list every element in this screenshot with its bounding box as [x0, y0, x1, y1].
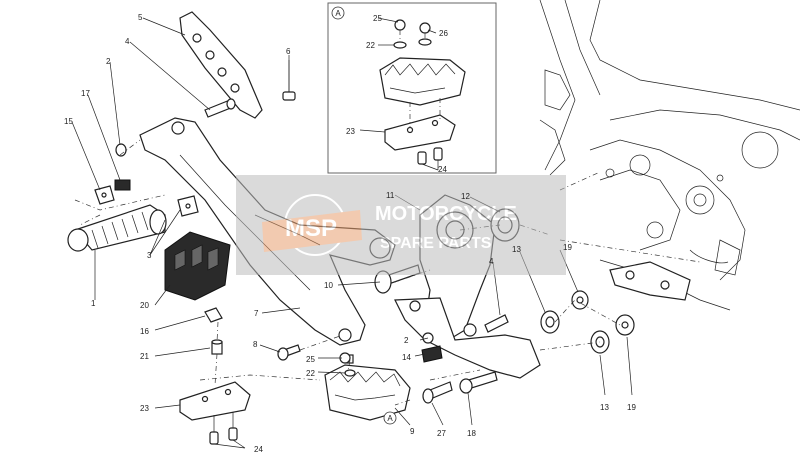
label-13-lower: 13 — [600, 403, 609, 412]
bolt-27[interactable] — [422, 381, 453, 404]
watermark: MSP MOTORCYCLE SPARE PARTS — [236, 175, 566, 275]
lower-bolts-24[interactable] — [209, 412, 238, 445]
label-15: 15 — [64, 117, 73, 126]
rubber-footpeg[interactable] — [67, 204, 167, 252]
label-12: 12 — [461, 192, 470, 201]
label-17: 17 — [81, 89, 90, 98]
label-21: 21 — [140, 352, 149, 361]
label-9: 9 — [410, 427, 415, 436]
label-18: 18 — [467, 429, 476, 438]
label-11: 11 — [386, 191, 395, 200]
mounting-plate[interactable] — [179, 11, 263, 119]
lower-bracket-23[interactable] — [179, 381, 251, 421]
watermark-line1: MOTORCYCLE — [375, 203, 517, 225]
label-19-lower: 19 — [627, 403, 636, 412]
spacer-16[interactable] — [204, 307, 223, 323]
gear-linkage[interactable] — [394, 297, 541, 379]
ref-a-label: A — [387, 414, 393, 423]
detail-bracket-23[interactable] — [384, 114, 456, 151]
washer-19b[interactable] — [615, 314, 635, 336]
label-23-detail: 23 — [346, 127, 355, 136]
label-24-detail: 24 — [438, 165, 447, 174]
detail-a-inset: A — [327, 2, 497, 174]
label-10: 10 — [324, 281, 333, 290]
label-14: 14 — [402, 353, 411, 362]
label-3: 3 — [147, 251, 152, 260]
label-16: 16 — [140, 327, 149, 336]
pin-4[interactable] — [204, 98, 236, 118]
watermark-logo: MSP — [285, 215, 337, 242]
clip-15[interactable] — [94, 185, 115, 205]
washer-2[interactable] — [115, 143, 127, 157]
bolt-18[interactable] — [459, 371, 498, 394]
detail-serrated-footpeg[interactable] — [379, 57, 466, 106]
spring-17[interactable] — [114, 179, 131, 191]
pin-4-lower[interactable] — [484, 314, 509, 333]
washer-19a[interactable] — [571, 290, 589, 310]
label-25-detail: 25 — [373, 14, 382, 23]
spring-14[interactable] — [421, 345, 443, 363]
label-27: 27 — [437, 429, 446, 438]
label-22-detail: 22 — [366, 41, 375, 50]
bush-21[interactable] — [211, 339, 223, 355]
bush-13a[interactable] — [540, 310, 560, 334]
label-1: 1 — [91, 299, 96, 308]
label-26: 26 — [439, 29, 448, 38]
watermark-line2: SPARE PARTS — [380, 235, 492, 252]
part-labels: 5 4 6 2 17 15 1 3 20 16 21 7 8 23 24 25 … — [64, 13, 636, 454]
label-20: 20 — [140, 301, 149, 310]
label-24-lower: 24 — [254, 445, 263, 454]
washer-22[interactable] — [344, 369, 356, 377]
label-4-upper: 4 — [125, 37, 130, 46]
label-19-upper: 19 — [563, 243, 572, 252]
bolt-8[interactable] — [277, 344, 301, 361]
label-13-upper: 13 — [512, 245, 521, 254]
rubber-pad-20[interactable] — [164, 231, 231, 301]
label-7: 7 — [254, 309, 259, 318]
clip-3[interactable] — [177, 195, 199, 217]
detail-a-label: A — [335, 9, 341, 18]
label-6: 6 — [286, 47, 291, 56]
label-23-lower: 23 — [140, 404, 149, 413]
detail-washer-b[interactable] — [418, 38, 432, 46]
detail-bolts-24[interactable] — [417, 147, 443, 165]
label-4-lower: 4 — [489, 257, 494, 266]
label-8: 8 — [253, 340, 258, 349]
label-5: 5 — [138, 13, 143, 22]
label-25-lower: 25 — [306, 355, 315, 364]
engine-frame-outline — [539, 0, 800, 311]
leader-lines — [71, 17, 633, 449]
label-2-left: 2 — [106, 57, 111, 66]
detail-washer-22[interactable] — [393, 41, 407, 49]
label-22-lower: 22 — [306, 369, 315, 378]
frame-plate — [609, 261, 691, 301]
detail-nut-26[interactable] — [419, 22, 431, 34]
label-2-center: 2 — [404, 336, 409, 345]
